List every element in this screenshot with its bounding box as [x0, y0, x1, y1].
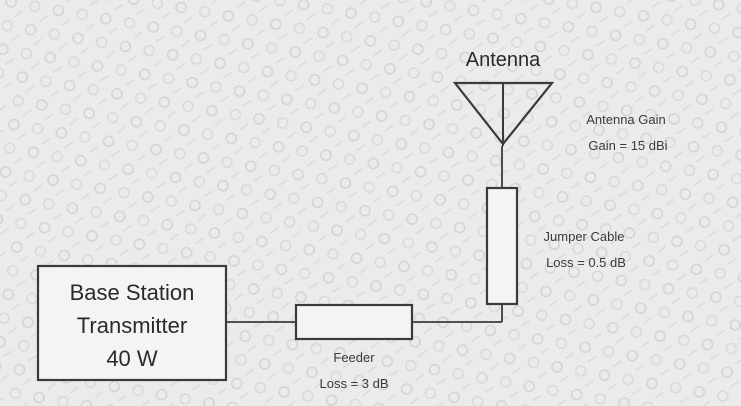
transmitter-line-2: Transmitter — [77, 313, 187, 338]
feeder-title: Feeder — [333, 350, 375, 365]
jumper-cable-loss: Loss = 0.5 dB — [546, 255, 626, 270]
jumper-cable-box — [485, 186, 519, 306]
antenna-gain-title: Antenna Gain — [586, 112, 666, 127]
transmitter-box — [36, 264, 228, 382]
antenna-label: Antenna — [466, 49, 541, 71]
antenna-gain-value: Gain = 15 dBi — [588, 138, 667, 153]
antenna-icon — [452, 81, 555, 146]
transmitter-line-1: Base Station — [70, 280, 195, 305]
transmitter-line-3: 40 W — [106, 346, 158, 371]
jumper-cable-title: Jumper Cable — [544, 229, 625, 244]
feeder-loss: Loss = 3 dB — [319, 376, 388, 391]
feeder-box — [294, 303, 414, 341]
